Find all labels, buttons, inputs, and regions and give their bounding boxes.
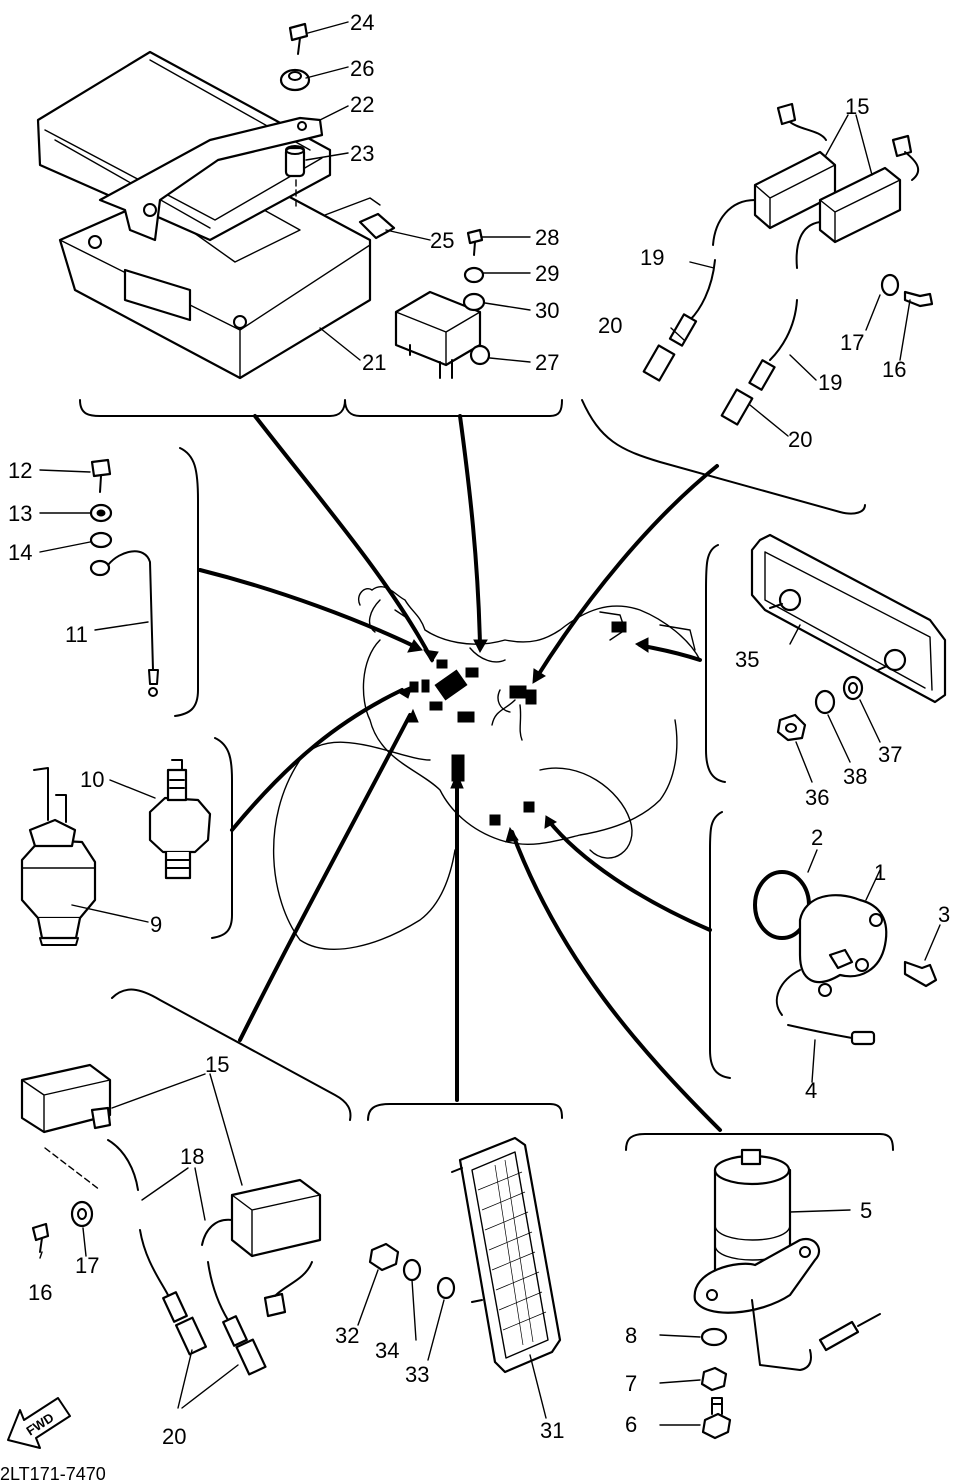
washer-17-top: [880, 273, 900, 297]
washer-17-bottom: [70, 1200, 94, 1228]
callout-12: 12: [8, 458, 32, 483]
callout-31: 31: [540, 1418, 564, 1443]
callout-20-top-a: 20: [598, 313, 622, 338]
callout-14: 14: [8, 540, 32, 565]
callout-20-top-b: 20: [788, 427, 812, 452]
reflector-31: [458, 1136, 562, 1374]
drawing-code: 2LT171-7470: [0, 1464, 106, 1483]
pump-group: [693, 1148, 881, 1440]
callout-16-top: 16: [882, 357, 906, 382]
callout-8: 8: [625, 1323, 637, 1348]
callout-7: 7: [625, 1371, 637, 1396]
ignition-coils-bottom: [20, 1063, 322, 1376]
reflector-group: [368, 1136, 562, 1374]
sensor-group: [753, 870, 938, 1046]
bolt-3: [903, 960, 938, 988]
callout-leaders: [39, 21, 941, 1426]
callout-6: 6: [625, 1412, 637, 1437]
connection-lines: [198, 414, 722, 1132]
reflector-pattern: [477, 1159, 547, 1346]
sensor-1: [798, 894, 888, 984]
bolt-24: [288, 22, 309, 42]
clip-25: [358, 212, 396, 240]
frame-outline: [272, 585, 701, 950]
callout-4: 4: [805, 1078, 817, 1103]
callout-35: 35: [735, 647, 759, 672]
bolt-12: [90, 458, 112, 478]
callout-25: 25: [430, 228, 454, 253]
control-unit-group: [36, 22, 491, 380]
nut-7: [700, 1366, 728, 1392]
callout-10: 10: [80, 767, 104, 792]
callout-38: 38: [843, 764, 867, 789]
callout-2: 2: [811, 825, 823, 850]
nut-32: [368, 1242, 400, 1272]
washer-37: [842, 675, 864, 701]
bolt-6: [701, 1412, 732, 1440]
callout-28: 28: [535, 225, 559, 250]
lead-wire-group: [89, 458, 159, 697]
callout-3: 3: [938, 902, 950, 927]
callout-9: 9: [150, 912, 162, 937]
callout-22: 22: [350, 92, 374, 117]
callout-15-bottom: 15: [205, 1052, 229, 1077]
callout-numbers: 24 26 22 23 25 28 29 30 27 21 15 19 20 1…: [8, 10, 950, 1449]
callout-29: 29: [535, 261, 559, 286]
callout-20-bottom: 20: [162, 1424, 186, 1449]
callout-24: 24: [350, 10, 374, 35]
callout-15-top: 15: [845, 94, 869, 119]
callout-11: 11: [65, 622, 88, 647]
washer-29: [463, 266, 485, 284]
washer-30: [462, 292, 486, 312]
bolt-16-top: [903, 290, 934, 308]
bolt-16-bottom: [31, 1222, 50, 1242]
washer-14: [89, 531, 113, 549]
callout-17-bottom: 17: [75, 1253, 99, 1278]
callout-21: 21: [362, 350, 386, 375]
callout-30: 30: [535, 298, 559, 323]
fwd-arrow: FWD: [7, 1397, 71, 1449]
callout-18: 18: [180, 1144, 204, 1169]
callout-32: 32: [335, 1323, 359, 1348]
callout-34: 34: [375, 1338, 399, 1363]
callout-37: 37: [878, 742, 902, 767]
callout-16-bottom: 16: [28, 1280, 52, 1305]
washer-38: [814, 689, 836, 715]
callout-1: 1: [874, 860, 886, 885]
group-brackets: [79, 399, 894, 1151]
collar-23: [284, 146, 306, 178]
washer-33: [436, 1276, 456, 1300]
callout-19-top-a: 19: [640, 245, 664, 270]
ring-terminal-11: [89, 559, 111, 577]
switch-10: [148, 796, 212, 854]
nut-36: [776, 713, 807, 742]
ignition-coils-top: [642, 102, 934, 426]
callout-27: 27: [535, 350, 559, 375]
switch-9: [20, 838, 97, 920]
callout-13: 13: [8, 501, 32, 526]
switches-group: [20, 759, 212, 946]
callout-36: 36: [805, 785, 829, 810]
panel-35-group: [750, 533, 947, 742]
callout-17-top: 17: [840, 330, 864, 355]
screw-28: [466, 228, 484, 245]
callout-19-top-b: 19: [818, 370, 842, 395]
grommet-8: [700, 1327, 728, 1347]
callout-23: 23: [350, 141, 374, 166]
callout-5: 5: [860, 1198, 872, 1223]
washer-34: [402, 1258, 422, 1282]
callout-26: 26: [350, 56, 374, 81]
callout-33: 33: [405, 1362, 429, 1387]
